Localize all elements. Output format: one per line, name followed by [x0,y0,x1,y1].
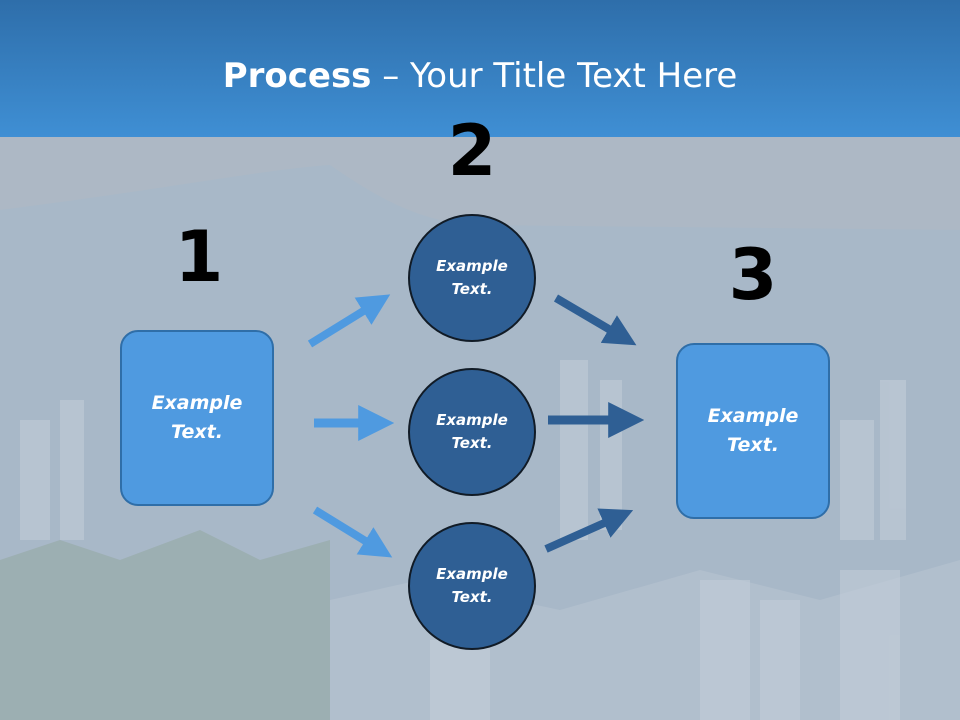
slide-title: Process – Your Title Text Here [0,54,960,98]
step3-box: Example Text. [676,343,830,519]
step1-box: Example Text. [120,330,274,506]
step-number-2: 2 [447,110,497,192]
arrow-step1-to-node3 [312,506,393,558]
step2-node-3: Example Text. [408,522,536,650]
step-number-3: 3 [728,234,778,316]
step3-text: Example Text. [707,405,799,456]
title-bold-text: Process [222,56,372,96]
step1-text: Example Text. [151,392,243,443]
step-number-1: 1 [174,216,224,298]
step2-node-1-text: Example Text. [436,257,508,298]
step2-node-2-text: Example Text. [436,411,508,452]
step2-node-2: Example Text. [408,368,536,496]
step2-node-3-text: Example Text. [436,565,508,606]
arrow-step1-to-node1 [307,294,391,348]
arrow-node1-to-step3 [553,294,637,346]
step2-node-1: Example Text. [408,214,536,342]
title-rest-text: – Your Title Text Here [371,56,738,96]
title-bar [0,0,960,137]
arrow-node3-to-step3 [544,508,634,553]
